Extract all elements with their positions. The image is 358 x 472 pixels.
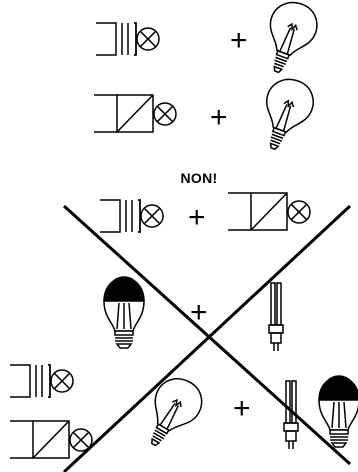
converter-symbol-icon [10, 421, 92, 458]
warning-heading: NON! [0, 170, 358, 186]
incandescent-bulb-icon [251, 73, 319, 157]
led-bulb-icon [319, 376, 358, 447]
incandescent-bulb-icon [133, 370, 209, 456]
converter-symbol-icon [228, 193, 310, 230]
incandescent-bulb-icon [255, 0, 323, 80]
plus-sign: + [230, 24, 248, 57]
transformer-symbol-icon [96, 23, 159, 55]
plus-sign: + [210, 101, 228, 134]
converter-symbol-icon [94, 95, 176, 132]
transformer-symbol-icon [100, 200, 163, 232]
transformer-symbol-icon [10, 365, 73, 397]
led-bulb-icon [104, 277, 144, 348]
plus-sign: + [233, 392, 251, 425]
compact-fluorescent-tube-icon [269, 283, 283, 351]
plus-sign: + [188, 201, 206, 234]
